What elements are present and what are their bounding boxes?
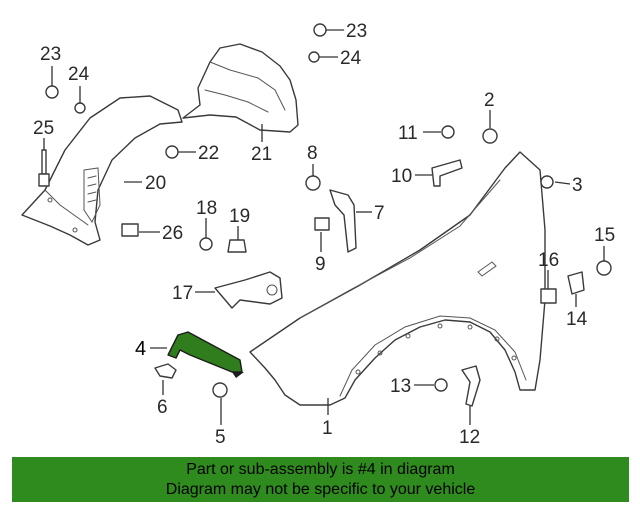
callout-12[interactable]: 12 [459, 427, 480, 448]
callout-17[interactable]: 17 [172, 283, 193, 304]
callout-10[interactable]: 10 [391, 166, 412, 187]
info-banner: Part or sub-assembly is #4 in diagram Di… [12, 457, 629, 502]
callout-5[interactable]: 5 [215, 427, 226, 448]
hardware [38, 23, 612, 407]
callout-23-left[interactable]: 23 [40, 44, 61, 65]
callout-23-top[interactable]: 23 [346, 21, 367, 42]
callout-20[interactable]: 20 [145, 173, 166, 194]
fender-panel [249, 151, 546, 406]
callout-24-left[interactable]: 24 [68, 64, 90, 85]
callout-numbers: 1 2 3 4 5 6 7 8 9 10 11 12 13 14 15 16 1… [33, 21, 615, 448]
callout-21[interactable]: 21 [251, 144, 272, 165]
callout-15[interactable]: 15 [594, 225, 615, 246]
callout-7[interactable]: 7 [374, 203, 385, 224]
callout-6[interactable]: 6 [157, 397, 168, 418]
callout-2[interactable]: 2 [484, 90, 495, 111]
callout-16[interactable]: 16 [538, 250, 559, 271]
callout-26[interactable]: 26 [162, 223, 183, 244]
callout-13[interactable]: 13 [390, 376, 411, 397]
callout-24-top[interactable]: 24 [340, 48, 362, 69]
callout-lines [43, 29, 605, 425]
callout-14[interactable]: 14 [566, 309, 588, 330]
callout-11[interactable]: 11 [398, 123, 418, 144]
callout-18[interactable]: 18 [196, 198, 217, 219]
callout-8[interactable]: 8 [307, 143, 318, 164]
highlighted-bracket-4[interactable] [167, 331, 244, 378]
callout-22[interactable]: 22 [198, 143, 219, 164]
callout-3[interactable]: 3 [572, 175, 583, 196]
callout-9[interactable]: 9 [315, 254, 326, 275]
banner-line-1: Part or sub-assembly is #4 in diagram [186, 460, 455, 478]
banner-line-2: Diagram may not be specific to your vehi… [165, 480, 476, 498]
callout-4-highlighted[interactable]: 4 [135, 338, 146, 360]
front-wheel-liner [21, 95, 183, 246]
callout-19[interactable]: 19 [229, 206, 250, 227]
callout-25[interactable]: 25 [33, 118, 54, 139]
parts-diagram: 1 2 3 4 5 6 7 8 9 10 11 12 13 14 15 16 1… [21, 21, 615, 448]
rear-wheel-liner [182, 43, 299, 133]
callout-1[interactable]: 1 [322, 418, 333, 439]
